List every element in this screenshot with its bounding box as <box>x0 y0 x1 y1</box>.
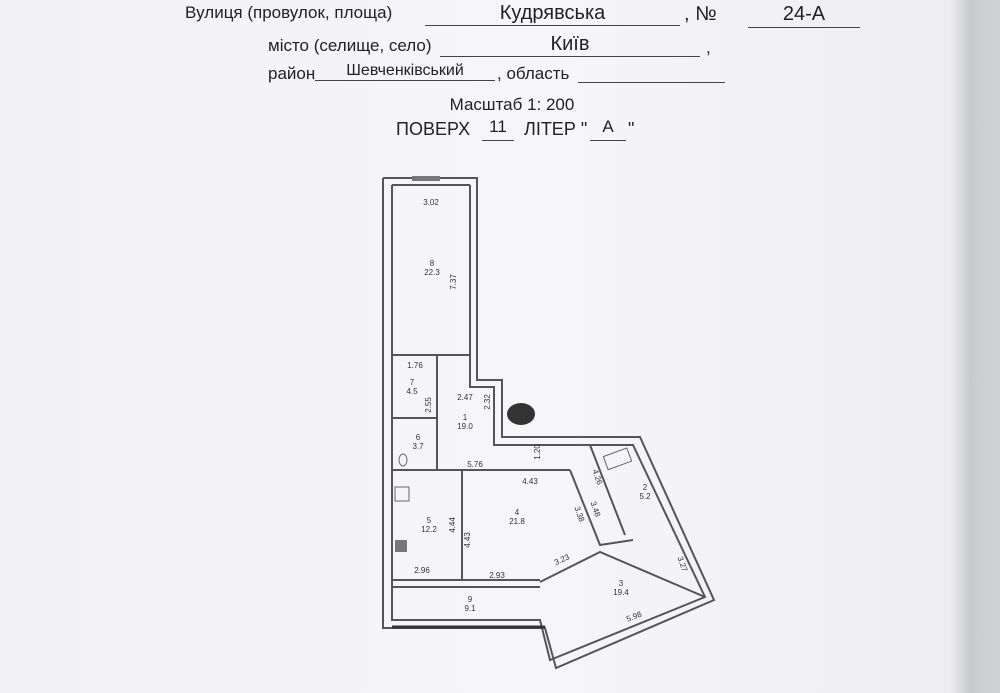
room-area: 12.2 <box>421 525 437 534</box>
dimension-label: 7.37 <box>449 274 458 290</box>
dimension-label: 1.76 <box>407 361 423 370</box>
letter-label: ЛІТЕР " <box>524 119 588 139</box>
street-value: Кудрявська <box>499 2 606 24</box>
room-area: 22.3 <box>424 268 440 277</box>
sink-icon <box>394 486 410 502</box>
letter-close: " <box>628 119 635 139</box>
region-label: , область <box>497 64 570 83</box>
scale-text: Масштаб 1: 200 <box>449 95 575 114</box>
room-num: 6 <box>416 433 421 442</box>
number-value: 24-А <box>782 3 826 25</box>
dimension-label: 2.47 <box>457 393 473 402</box>
street-label: Вулиця (провулок, площа) <box>185 3 393 22</box>
dimension-label: 2.55 <box>424 397 433 413</box>
dimension-label: 5.76 <box>467 460 483 469</box>
dimension-label: 2.32 <box>483 394 492 410</box>
stove-icon <box>395 540 407 552</box>
dimension-label: 3.48 <box>588 500 602 518</box>
room-area: 4.5 <box>406 387 418 396</box>
room-area: 5.2 <box>639 492 651 501</box>
dimension-label: 2.96 <box>414 566 430 575</box>
bathtub-icon <box>602 447 633 471</box>
dimension-label: 4.43 <box>463 532 472 548</box>
room-num: 1 <box>463 413 468 422</box>
room-num: 3 <box>619 579 624 588</box>
room-num: 4 <box>515 508 520 517</box>
floor-label: ПОВЕРХ <box>396 119 471 139</box>
room-area: 19.0 <box>457 422 473 431</box>
room-area: 21.8 <box>509 517 525 526</box>
room-num: 7 <box>410 378 415 387</box>
dimension-label: 4.43 <box>522 477 538 486</box>
dimension-label: 2.93 <box>489 571 505 580</box>
city-comma: , <box>706 38 711 57</box>
dimension-label: 1.20 <box>533 444 542 460</box>
room-area: 19.4 <box>613 588 629 597</box>
dimension-label: 3.23 <box>553 552 571 567</box>
city-value: Київ <box>550 33 590 55</box>
floor-value: 11 <box>489 117 507 136</box>
number-label: , № <box>684 3 717 25</box>
district-label: район <box>268 64 316 83</box>
dimension-label: 5.98 <box>625 609 643 623</box>
room-num: 9 <box>468 595 473 604</box>
dimension-label: 4.26 <box>590 468 604 486</box>
letter-value: А <box>602 117 614 136</box>
redaction-mark <box>507 403 535 425</box>
room-area: 3.7 <box>412 442 424 451</box>
room-num: 8 <box>430 259 435 268</box>
district-value: Шевченківський <box>346 62 464 79</box>
room-area: 9.1 <box>464 604 476 613</box>
dimension-label: 4.44 <box>448 517 457 533</box>
city-label: місто (селище, село) <box>268 36 432 55</box>
room-num: 5 <box>427 516 432 525</box>
dimension-label: 3.02 <box>423 198 439 207</box>
room-num: 2 <box>643 483 648 492</box>
toilet-icon <box>398 453 408 467</box>
